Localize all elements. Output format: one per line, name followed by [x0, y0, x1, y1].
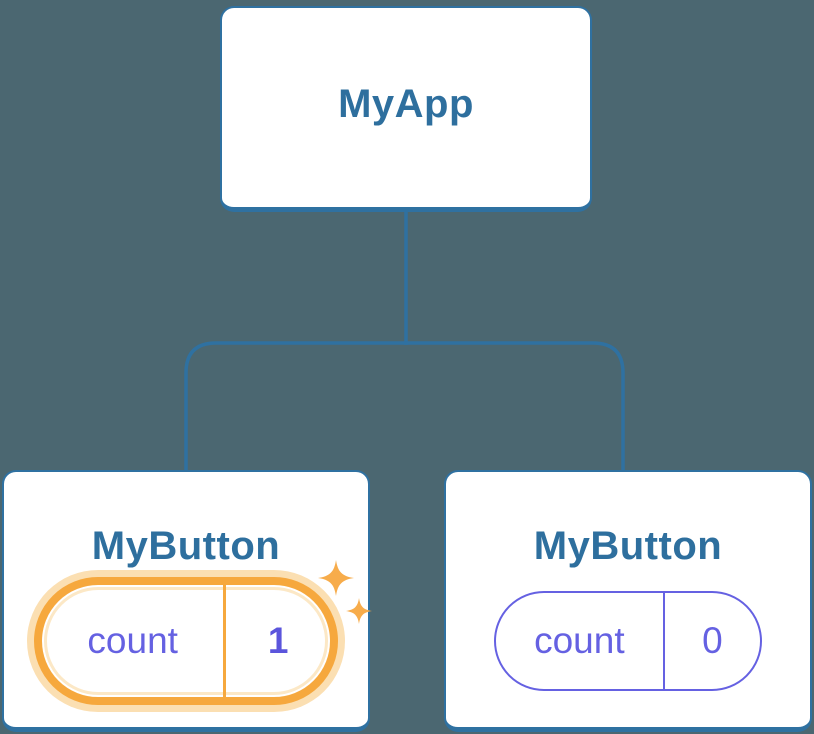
state-name-label: count — [496, 593, 665, 689]
sparkle-star-small-icon — [346, 598, 372, 624]
component-node-myapp: MyApp — [220, 6, 592, 212]
component-name-label: MyButton — [91, 524, 281, 568]
component-node-mybutton-left: MyButton count 1 — [2, 470, 372, 732]
state-value: 0 — [702, 620, 723, 661]
state-value: 1 — [267, 620, 289, 661]
state-pill-highlighted: count 1 — [34, 577, 338, 705]
component-node-mybutton-right: MyButton count 0 — [444, 470, 812, 732]
state-pill: count 0 — [494, 591, 762, 691]
component-name-label: MyApp — [338, 82, 474, 126]
connector-branch-line — [184, 341, 625, 474]
state-name-label: count — [42, 585, 227, 697]
component-name-label: MyButton — [533, 524, 723, 568]
